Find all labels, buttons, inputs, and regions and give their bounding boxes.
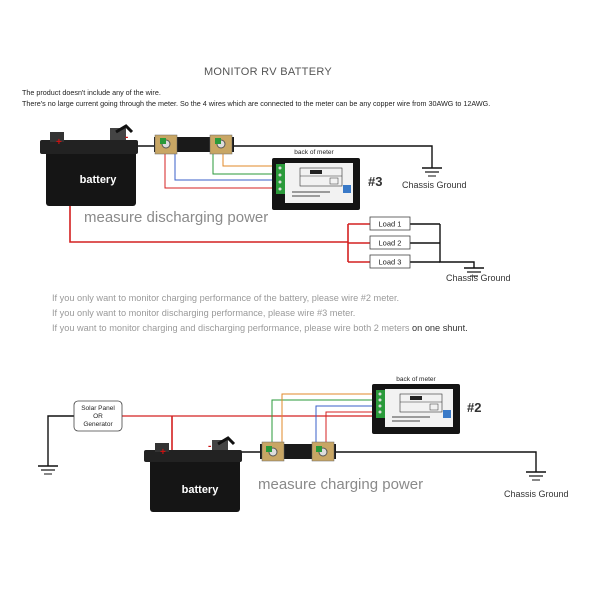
ground-symbol-bottom-right [526,471,546,481]
load-1-label: Load 1 [379,220,402,229]
instruction-line-3-emphasis: on one shunt. [412,323,468,333]
instruction-line-3-prefix: If you want to monitor charging and disc… [52,323,412,333]
wire-sense-green-bottom [271,399,378,452]
meter-number-top: #3 [368,174,382,189]
battery-label-bottom: battery [182,484,220,496]
note-no-wire: The product doesn't include any of the w… [22,88,161,97]
load-3: Load 3 [369,254,411,269]
source-label-line-3: Generator [83,421,113,428]
ground-symbol-top-2 [464,267,484,277]
page-title: MONITOR RV BATTERY [204,66,332,78]
wire-sense-blue-top [174,146,278,181]
load-1: Load 1 [369,216,411,231]
wire-sense-blue-bottom [315,405,378,452]
meter-caption-top: back of meter [294,149,334,156]
instruction-line-1: If you only want to monitor charging per… [52,293,399,303]
wire-shunt-to-ground [232,145,433,168]
source-box: Solar Panel OR Generator [73,400,123,432]
load-3-label: Load 3 [379,258,402,267]
wire-black-load-return [439,224,475,268]
battery-bottom: battery [144,436,242,512]
instruction-line-3: If you want to monitor charging and disc… [52,323,468,333]
wire-sense-red-bottom [325,411,378,452]
chassis-ground-label-top-1: Chassis Ground [402,180,467,190]
chassis-ground-label-top-2: Chassis Ground [446,273,511,283]
note-wire-gauge: There's no large current going through t… [22,99,490,108]
meter-caption-bottom: back of meter [396,376,436,383]
instruction-line-2: If you only want to monitor discharging … [52,308,355,318]
ground-symbol-top-1 [422,167,442,177]
battery-minus-bottom: - [208,441,211,452]
battery-plus-bottom: + [160,447,166,458]
source-label-line-2: OR [93,413,103,420]
shunt-top [154,134,234,155]
chassis-ground-label-bottom: Chassis Ground [504,489,569,499]
load-2: Load 2 [369,235,411,250]
measure-charging-label: measure charging power [258,476,423,493]
wire-shunt-to-ground-bottom [334,451,537,472]
wire-sense-green-top [212,146,278,175]
battery-top: battery [40,124,138,206]
source-label-line-1: Solar Panel [81,405,115,412]
wire-sense-orange-bottom [281,393,378,452]
battery-minus-top: - [125,132,128,143]
battery-label-top: battery [80,174,118,186]
wire-sense-red-top [164,146,278,189]
meter-bottom [372,384,460,434]
ground-symbol-bottom-left [38,465,58,475]
meter-top [272,158,360,210]
wire-source-negative [47,415,74,466]
battery-plus-top: + [56,137,62,148]
load-2-label: Load 2 [379,239,402,248]
shunt-bottom [260,441,336,462]
meter-number-bottom: #2 [467,400,481,415]
measure-discharging-label: measure discharging power [84,209,268,226]
